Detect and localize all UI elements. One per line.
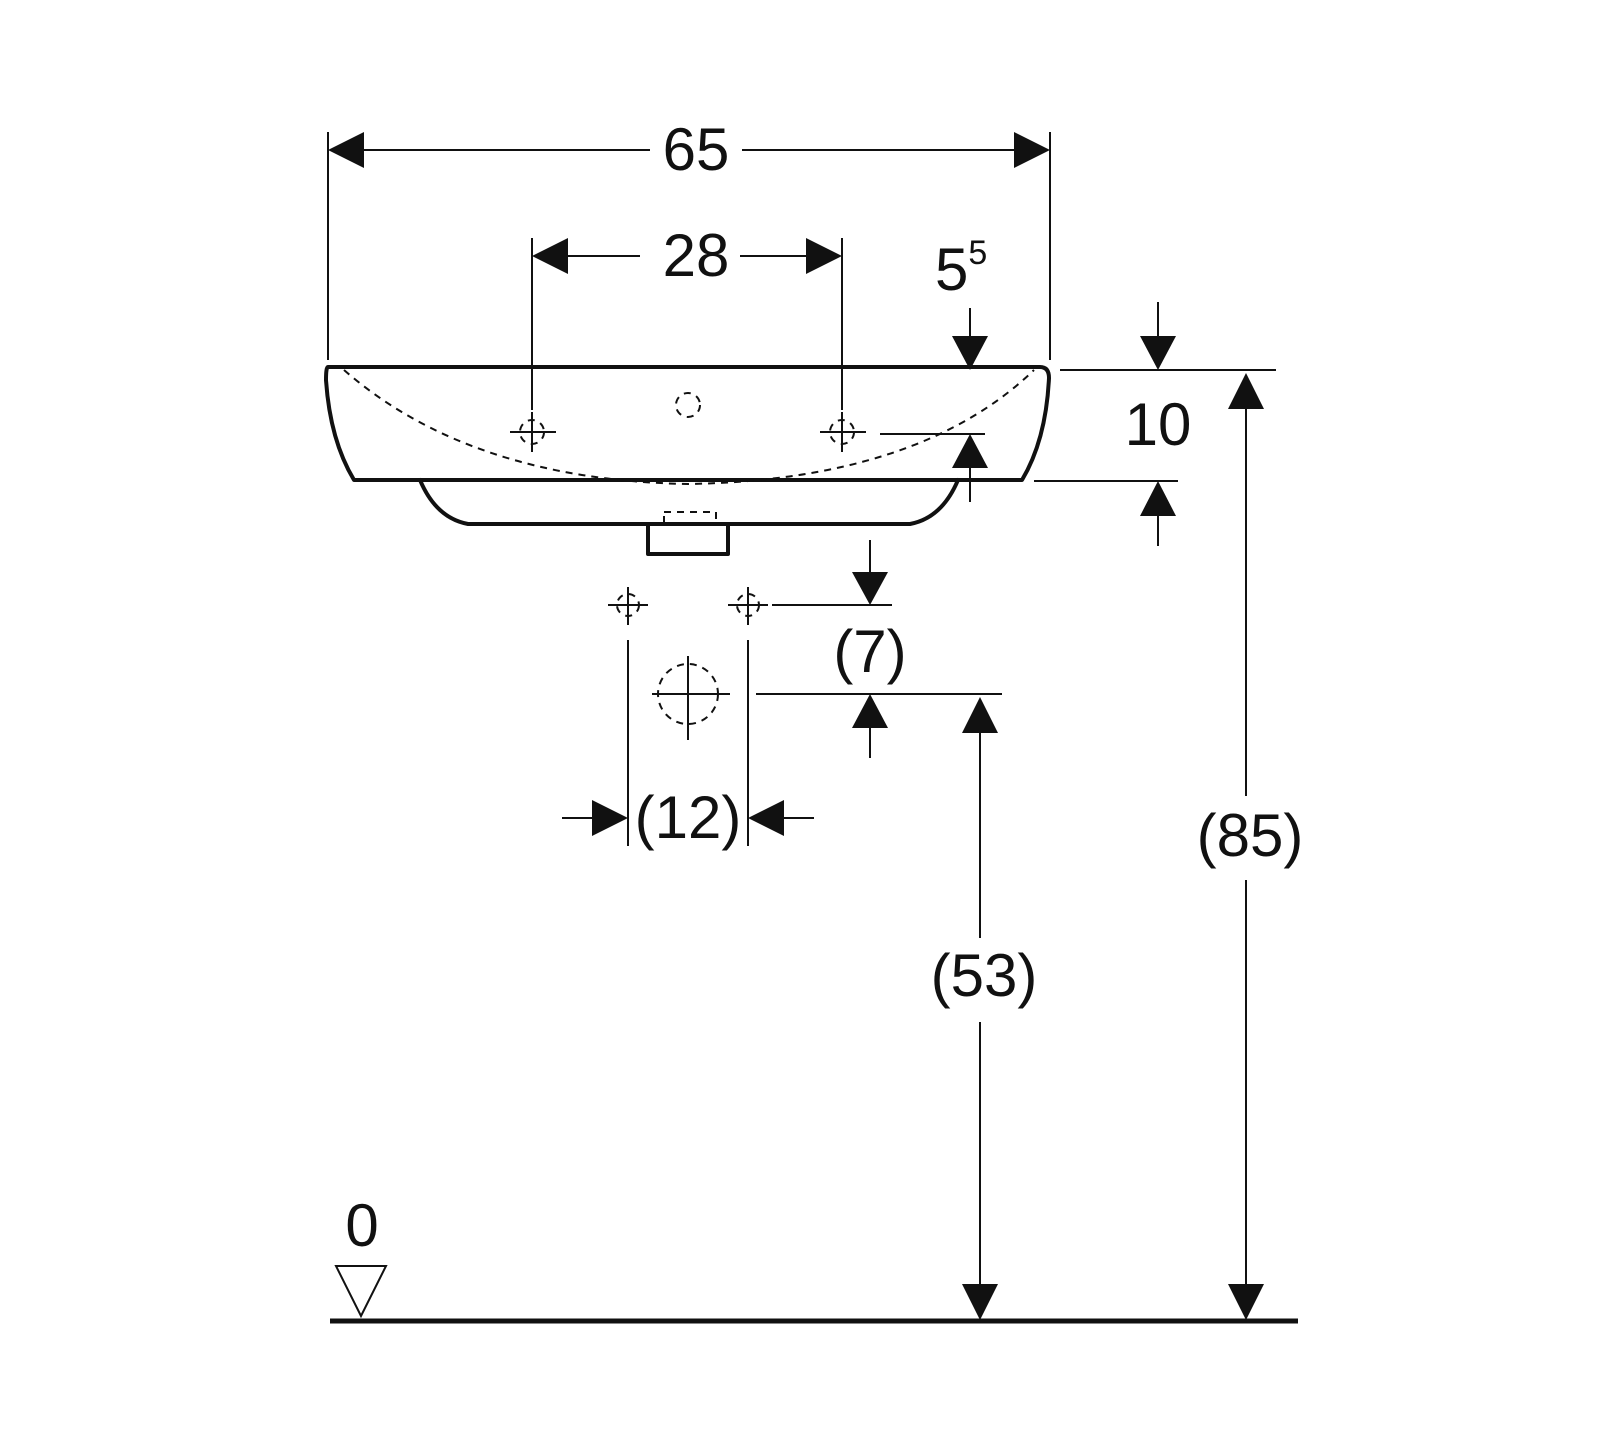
label-drain-height: (53) (931, 942, 1038, 1009)
dim-basin-height (1034, 302, 1276, 546)
tap-hole-right (820, 412, 866, 452)
label-tap-hole-spacing: 28 (663, 222, 730, 289)
floor-level-triangle (334, 1265, 388, 1319)
supply-point-left (608, 587, 648, 625)
drain-connection (652, 656, 730, 740)
tap-hole-left (510, 412, 556, 452)
label-basin-height: 10 (1125, 391, 1192, 458)
dim-supply-offset (756, 540, 1002, 758)
dim-overall-width (327, 132, 1051, 360)
dim-drain-height (962, 697, 998, 1320)
label-supply-spacing: (12) (635, 784, 742, 851)
label-rim-offset-base: 5 (935, 236, 968, 303)
label-rim-offset-sup: 5 (968, 234, 987, 272)
dim-rim-height (1228, 373, 1264, 1320)
label-rim-height: (85) (1197, 802, 1304, 869)
dim-supply-spacing (562, 640, 814, 846)
label-floor-level: 0 (345, 1192, 378, 1259)
dim-tap-hole-spacing (531, 238, 843, 410)
basin-outline (324, 365, 1051, 556)
overflow-hole (675, 392, 701, 418)
label-rim-offset: 55 (935, 234, 987, 303)
label-overall-width: 65 (663, 116, 730, 183)
dim-rim-offset (880, 308, 988, 502)
bowl-hidden-line (343, 369, 1035, 486)
label-supply-offset: (7) (833, 618, 906, 685)
supply-point-right (728, 587, 768, 625)
